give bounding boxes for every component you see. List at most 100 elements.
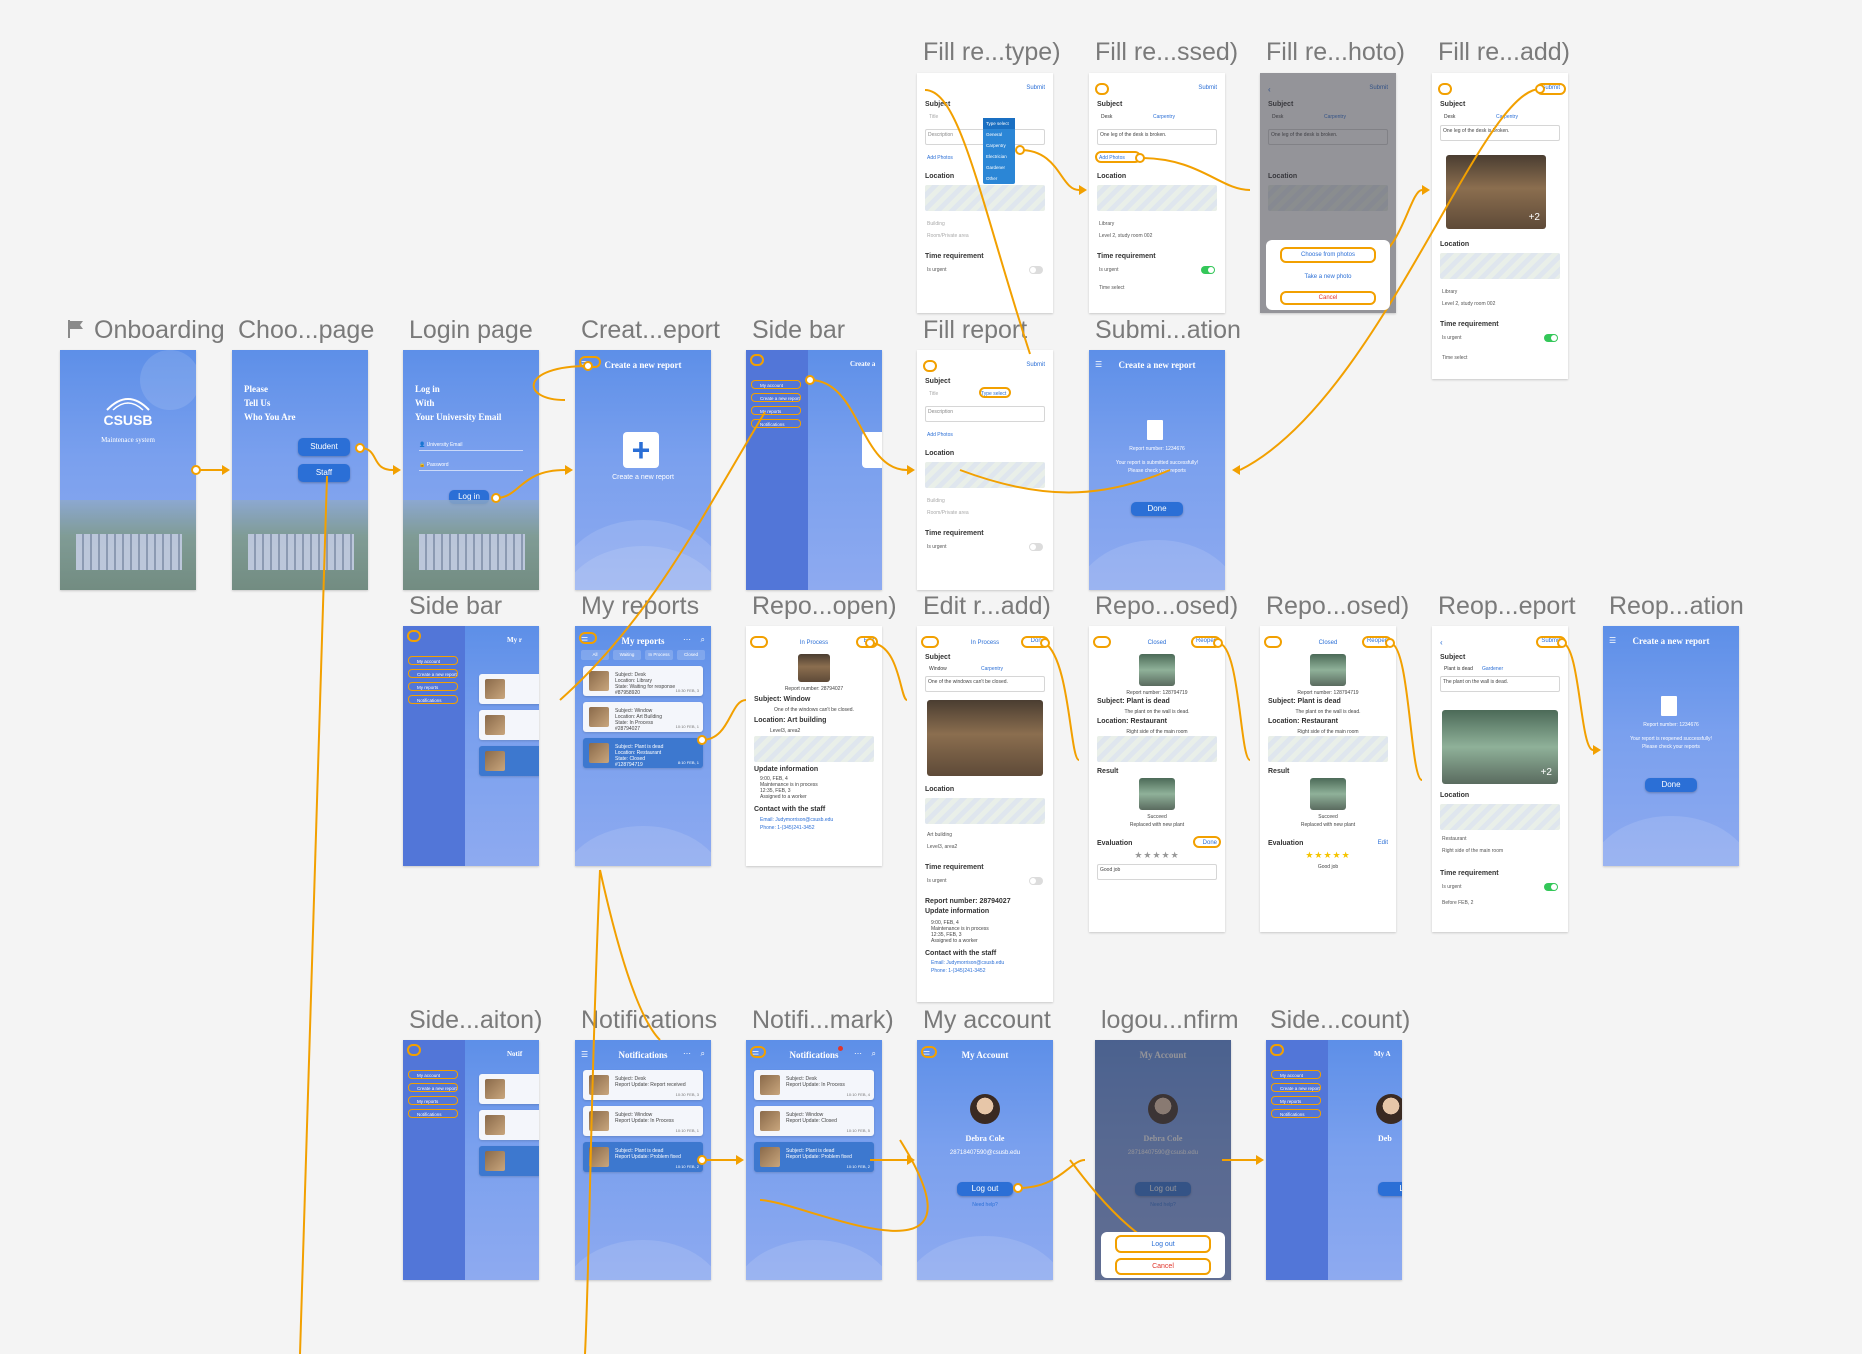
frame-label-my-reports[interactable]: My reports [581,592,700,620]
urgent-toggle[interactable] [1029,543,1043,551]
map-thumbnail[interactable] [925,185,1045,211]
rating-stars[interactable]: ★★★★★ [1305,850,1351,860]
frame-label-edit-add[interactable]: Edit r...add) [923,592,1051,620]
title-placeholder[interactable]: Title [929,114,939,120]
type-menu-item[interactable]: Other [986,176,998,181]
type-menu-item[interactable]: General [986,132,1003,137]
need-help-link[interactable]: Need help? [972,1202,998,1208]
screen-side-account[interactable]: My A Deb Log My account Create a new rep… [1266,1040,1402,1280]
screen-reopen-report[interactable]: ‹ Submit Subject Plant is dead Gardener … [1432,626,1568,932]
type-menu-item[interactable]: Gardener [986,165,1006,170]
time-value[interactable]: Before FEB, 2 [1442,900,1474,906]
back-hotspot[interactable] [1438,83,1452,95]
plant-photo[interactable] [1310,654,1346,686]
logout-button[interactable]: Log out [957,1182,1013,1196]
menu-icon[interactable]: ☰ [1609,636,1617,645]
map-thumbnail[interactable] [1440,253,1560,279]
subject-value[interactable]: Window [929,666,947,672]
side-item-create-report[interactable]: Create a new report [1271,1083,1321,1092]
window-photo[interactable] [798,654,830,682]
screen-side-bar-reports[interactable]: My r My account Create a new report My r… [403,626,539,866]
room-value[interactable]: Level 2, study room 002 [1442,301,1496,307]
result-photo[interactable] [1139,778,1175,810]
building-value[interactable]: Library [1442,289,1458,295]
add-photos-link[interactable]: Add Photos [927,432,953,438]
cancel-hotspot[interactable] [1115,1258,1211,1275]
building-value[interactable]: Restaurant [1442,836,1467,842]
back-hotspot[interactable] [921,636,939,648]
reopen-hotspot[interactable] [1191,636,1221,648]
side-item-create-report[interactable]: Create a new report [408,1083,458,1092]
frame-label-create-report[interactable]: Creat...eport [581,316,720,344]
urgent-toggle[interactable] [1544,883,1558,891]
restaurant-photo[interactable]: +2 [1442,710,1558,784]
logout-hotspot[interactable] [1115,1235,1211,1253]
building-value[interactable]: Library [1099,221,1115,227]
frame-label-repo-open[interactable]: Repo...open) [752,592,897,620]
map-thumbnail[interactable] [1440,804,1560,830]
map-thumbnail[interactable] [925,798,1045,824]
subject-value[interactable]: Plant is dead [1444,666,1473,672]
reopen-hotspot[interactable] [1362,636,1392,648]
password-field[interactable]: 🔒 Password [419,462,523,471]
submit-link[interactable]: Submit [1026,362,1045,368]
screen-fill-type[interactable]: Submit Subject Title Description Add Pho… [917,73,1053,313]
type-menu-item[interactable]: Electrician [986,154,1007,159]
frame-label-fill-type[interactable]: Fill re...type) [923,38,1061,66]
done-button[interactable]: Done [1131,502,1183,516]
submit-link[interactable]: Submit [1198,85,1217,91]
add-photos-link[interactable]: Add Photos [927,155,953,161]
side-item-my-account[interactable]: My account [1271,1070,1321,1079]
map-thumbnail[interactable] [1097,185,1217,211]
frame-label-fill-photo[interactable]: Fill re...hoto) [1266,38,1405,66]
room-value[interactable]: Right side of the main room [1442,848,1504,854]
side-item-my-reports[interactable]: My reports [751,406,801,415]
time-select[interactable]: Time select [1442,355,1468,361]
type-select[interactable]: Type select [981,391,1007,397]
submit-link[interactable]: Submit [1026,85,1045,91]
side-item-my-reports[interactable]: My reports [408,1096,458,1105]
frame-label-submission[interactable]: Submi...ation [1095,316,1241,344]
done-hotspot[interactable] [1021,636,1049,648]
room-placeholder[interactable]: Room/Private area [927,233,969,239]
screen-fill-pressed[interactable]: Submit Subject Desk Carpentry One leg of… [1089,73,1225,313]
back-chevron-icon[interactable]: ‹ [1440,638,1443,647]
close-hotspot[interactable] [923,360,937,372]
map-thumbnail[interactable] [925,462,1045,488]
library-photo[interactable]: +2 [1446,155,1546,229]
type-menu-item[interactable]: Type select [983,118,1015,129]
screen-create-report[interactable]: Create a new report ☰ + Create a new rep… [575,350,711,590]
submit-hotspot[interactable] [1536,636,1566,648]
contact-phone[interactable]: Phone: 1-(345)241-3452 [760,825,815,831]
reopen-link[interactable]: Reopen [1195,638,1217,644]
frame-label-side-bar-2[interactable]: Side bar [409,592,503,620]
submit-hotspot[interactable] [1536,83,1566,95]
room-placeholder[interactable]: Room/Private area [927,510,969,516]
frame-label-repo-closed-2[interactable]: Repo...osed) [1266,592,1410,620]
urgent-toggle[interactable] [1201,266,1215,274]
description-field[interactable]: One leg of the desk is broken. [1097,129,1217,145]
frame-label-my-account[interactable]: My account [923,1006,1051,1034]
type-value[interactable]: Gardener [1482,666,1504,672]
type-value[interactable]: Carpentry [1496,114,1518,120]
menu-hotspot[interactable] [921,1046,937,1058]
description-field[interactable]: One of the windows can't be closed. [925,676,1045,692]
done-link[interactable]: Done [1030,638,1045,644]
back-hotspot[interactable] [1264,636,1282,648]
check-reports-link[interactable]: Please check your reports [1642,744,1700,750]
screen-side-bar[interactable]: Create a My account Create a new report … [746,350,882,590]
frame-label-onboarding[interactable]: Onboarding [66,318,225,343]
building-placeholder[interactable]: Building [927,221,945,227]
submit-link[interactable]: Submit [1369,85,1388,91]
urgent-toggle[interactable] [1029,877,1043,885]
more-icon[interactable]: ⋯ [854,1049,862,1058]
frame-label-fill-sssed[interactable]: Fill re...ssed) [1095,38,1239,66]
